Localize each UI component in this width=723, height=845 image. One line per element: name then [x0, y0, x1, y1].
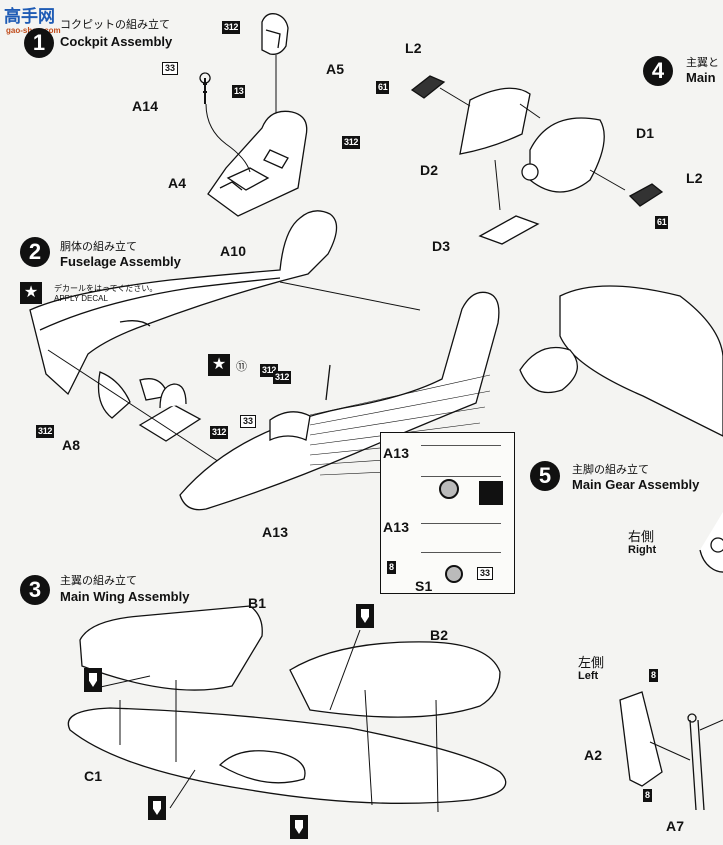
inset-code-8: 8: [387, 561, 396, 574]
part-d1: D1: [636, 125, 655, 141]
code-61: 61: [376, 81, 390, 94]
code-33-b: 33: [240, 415, 257, 428]
step-4-badge: 4: [643, 56, 673, 86]
part-a8: A8: [62, 437, 81, 453]
paint-icon: [479, 481, 503, 505]
part-a2: A2: [584, 747, 603, 763]
code-312-e: 312: [36, 425, 55, 438]
right-jp: 右側: [628, 529, 655, 544]
left-jp: 左側: [578, 655, 605, 670]
step-1-badge: 1: [24, 28, 54, 58]
cement-icon-3: [148, 796, 166, 820]
floor-a4: [207, 110, 308, 217]
inset-code-33: 33: [477, 567, 494, 580]
right-en: Right: [628, 544, 657, 556]
part-l2b: L2: [686, 170, 703, 186]
step-3-badge: 3: [20, 575, 50, 605]
part-a14: A14: [132, 98, 159, 114]
part-d2: D2: [420, 162, 439, 178]
code-13: 13: [232, 85, 246, 98]
part-b1: B1: [248, 595, 267, 611]
decal-en: APPLY DECAL: [54, 294, 108, 303]
cement-icon-1: [356, 604, 374, 628]
inset-part-a13: A13: [383, 445, 410, 461]
cement-icon-2: [84, 668, 102, 692]
wheel-s1-icon: [445, 565, 463, 583]
left-en: Left: [578, 670, 599, 682]
code-33: 33: [162, 62, 179, 75]
cement-icon-4: [290, 815, 308, 839]
step-4-jp: 主翼と: [686, 57, 719, 69]
code-312b: 312: [342, 136, 361, 149]
step-5-title: Main Gear Assembly: [572, 477, 700, 492]
code-312: 312: [222, 21, 241, 34]
step-3-jp: 主翼の組み立て: [60, 575, 137, 587]
wing-b1: [79, 605, 263, 691]
step-2-title: Fuselage Assembly: [60, 254, 181, 269]
cowl-d1: [529, 117, 605, 193]
part-b2: B2: [430, 627, 449, 643]
part-l2: L2: [405, 40, 422, 56]
wing-b2: [289, 641, 501, 718]
part-a7: A7: [666, 818, 685, 834]
code-8-a: 8: [649, 669, 658, 682]
part-a4: A4: [168, 175, 187, 191]
seat-a5: [261, 13, 289, 55]
gear-inset: A13 A13 8 33 S1: [380, 432, 515, 594]
decal-star-icon: ★: [20, 282, 42, 304]
wheel-icon: [439, 479, 459, 499]
star-decal-icon: ★: [208, 354, 230, 376]
part-a5: A5: [326, 61, 345, 77]
step-2-badge: 2: [20, 237, 50, 267]
part-a10: A10: [220, 243, 247, 259]
part-a13: A13: [262, 524, 289, 540]
decal-jp: デカールをはってください。: [54, 284, 158, 293]
inset-part-a13b: A13: [383, 519, 410, 535]
step-1-title: Cockpit Assembly: [60, 34, 173, 49]
fuselage-a13: [179, 291, 500, 511]
code-8-b: 8: [643, 789, 652, 802]
code-61b: 61: [655, 216, 669, 229]
watermark-text: 高手网: [4, 7, 55, 26]
step-1-jp: コクピットの組み立て: [60, 19, 170, 31]
step-5-jp: 主脚の組み立て: [572, 464, 649, 476]
decal-number: ⑪: [236, 361, 247, 373]
step-2-jp: 胴体の組み立て: [60, 241, 137, 253]
inset-part-s1: S1: [415, 578, 433, 594]
step-5-badge: 5: [530, 461, 560, 491]
code-312-d: 312: [273, 371, 292, 384]
step-4-title: Main: [686, 70, 716, 85]
part-d3: D3: [432, 238, 451, 254]
code-312-f: 312: [210, 426, 229, 439]
step-3-title: Main Wing Assembly: [60, 589, 190, 604]
part-d2: [459, 87, 531, 155]
part-c1: C1: [84, 768, 103, 784]
